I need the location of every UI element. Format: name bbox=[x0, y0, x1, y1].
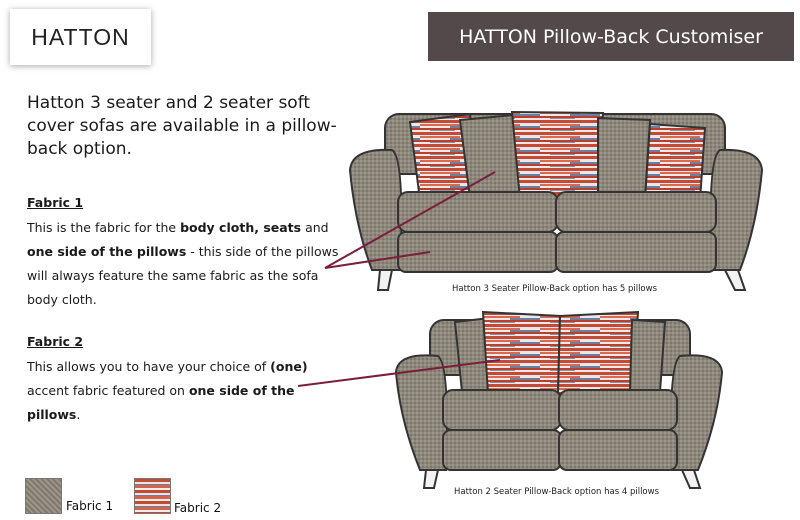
three-seater-sofa bbox=[348, 110, 764, 291]
three-seater-pillows bbox=[408, 110, 707, 202]
fabric2-heading: Fabric 2 bbox=[27, 334, 84, 349]
fabric1-swatch-label: Fabric 1 bbox=[66, 499, 114, 513]
brand-logo-text: HATTON bbox=[31, 23, 130, 50]
fabric2-section: Fabric 2 This allows you to have your ch… bbox=[27, 330, 347, 427]
fabric2-pointer-lines bbox=[297, 359, 501, 387]
page-title: HATTON Pillow-Back Customiser bbox=[428, 12, 794, 61]
three-seater-caption: Hatton 3 Seater Pillow-Back option has 5… bbox=[452, 284, 658, 294]
fabric1-description: This is the fabric for the body cloth, s… bbox=[27, 220, 339, 307]
brand-logo-box: HATTON bbox=[10, 9, 151, 65]
two-seater-sofa bbox=[394, 310, 724, 489]
two-seater-pillows bbox=[453, 310, 667, 395]
fabric2-swatch bbox=[134, 478, 171, 514]
intro-text: Hatton 3 seater and 2 seater soft cover … bbox=[27, 93, 337, 159]
fabric2-description: This allows you to have your choice of (… bbox=[27, 359, 308, 422]
fabric1-pointer-lines bbox=[324, 171, 496, 269]
fabric2-swatch-label: Fabric 2 bbox=[174, 501, 222, 515]
two-seater-caption: Hatton 2 Seater Pillow-Back option has 4… bbox=[454, 487, 660, 497]
fabric1-swatch bbox=[25, 478, 62, 514]
fabric1-heading: Fabric 1 bbox=[27, 195, 84, 210]
fabric1-section: Fabric 1 This is the fabric for the body… bbox=[27, 191, 347, 312]
